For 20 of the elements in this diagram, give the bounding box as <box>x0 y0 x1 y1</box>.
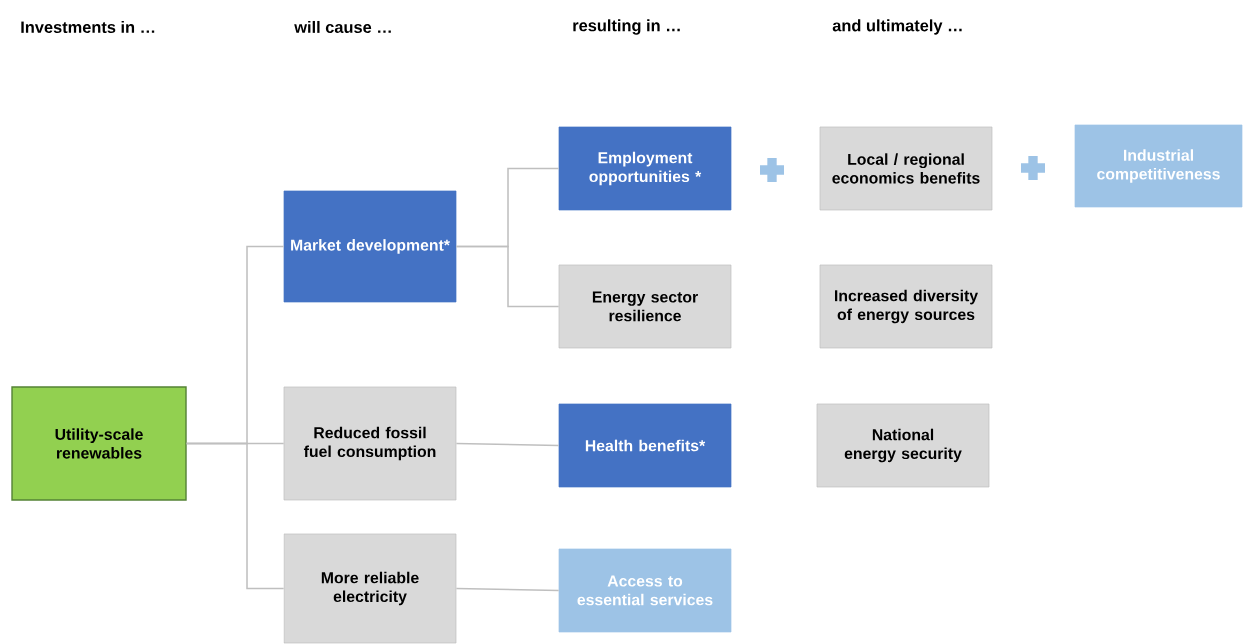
connector-line <box>455 442 560 447</box>
column-heading: resulting in … <box>573 19 680 35</box>
connector-line <box>455 245 560 308</box>
process-box: Local / regional economics benefits <box>819 126 993 211</box>
connector-line <box>455 587 560 592</box>
connector-line <box>185 442 285 590</box>
process-box: Energy sector resilience <box>558 264 732 349</box>
column-heading: and ultimately … <box>832 19 962 35</box>
process-box: Increased diversity of energy sources <box>819 264 993 349</box>
start-box: Utility-scale renewables <box>11 386 187 501</box>
column-heading: will cause … <box>294 20 391 33</box>
process-box: Industrial competitiveness <box>1074 124 1243 208</box>
process-box: Access to essential services <box>558 548 732 633</box>
process-box: Health benefits* <box>558 403 732 488</box>
process-box: Employment opportunities * <box>558 126 732 211</box>
process-box: Reduced fossil fuel consumption <box>283 386 457 501</box>
process-box: National energy security <box>816 403 990 488</box>
process-box: Market development* <box>283 190 457 303</box>
column-heading: Investments in … <box>21 20 155 33</box>
process-box: More reliable electricity <box>283 533 457 644</box>
